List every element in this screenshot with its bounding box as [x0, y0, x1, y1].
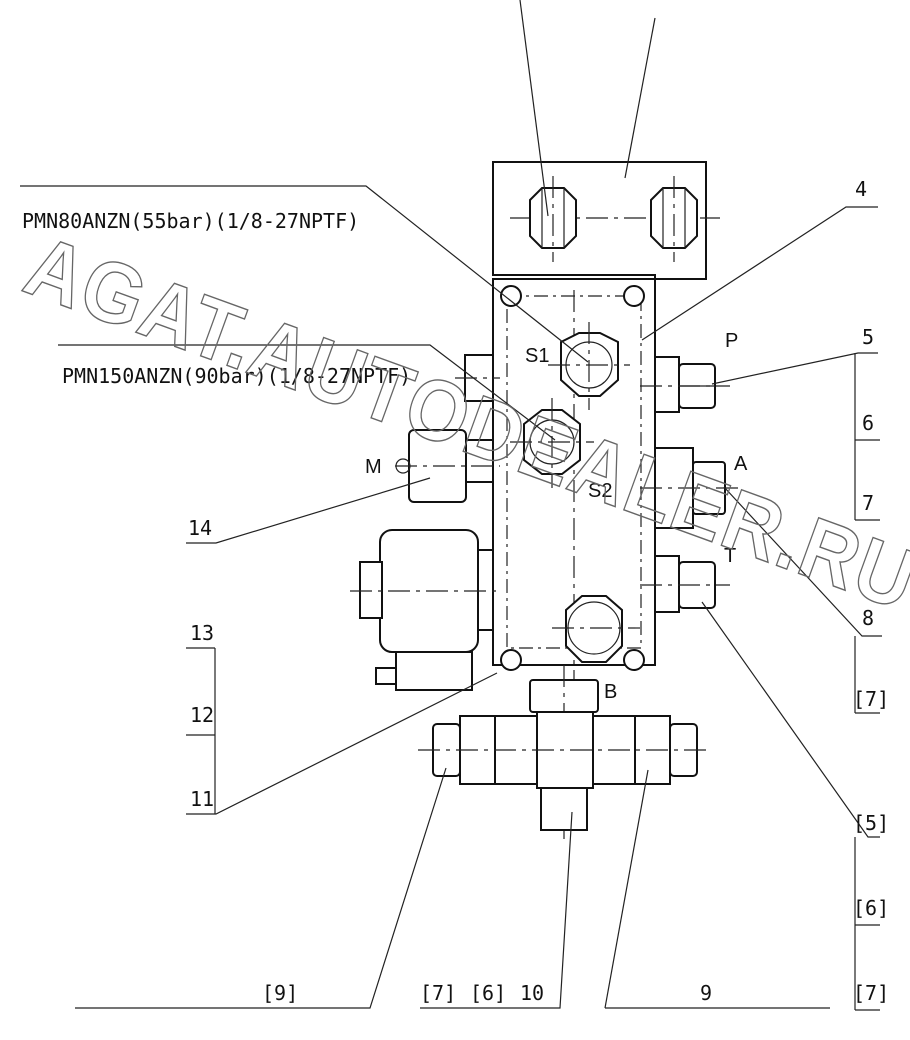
body-screw-bottom-right [623, 649, 645, 671]
port-p-fitting [640, 356, 730, 413]
callout-10: 10 [520, 981, 544, 1005]
callout-8: 8 [862, 606, 874, 630]
port-label-s2: S2 [588, 480, 612, 502]
port-label-t: T [724, 545, 736, 567]
text-labels: PMN80ANZN(55bar)(1/8-27NPTF) PMN150ANZN(… [22, 177, 889, 1005]
port-label-a: A [734, 453, 748, 475]
port-label-b: B [604, 681, 617, 703]
port-m-gauge-fitting [395, 429, 500, 503]
bracket-bolt-left [529, 176, 577, 262]
callout-12: 12 [190, 703, 214, 727]
top-mounting-bracket [492, 0, 720, 280]
callout-9-bracketed: [9] [262, 981, 298, 1005]
callout-14: 14 [188, 516, 212, 540]
body-screw-bottom-left [500, 649, 522, 671]
port-b-tee-assembly [418, 665, 712, 840]
leader-lines [20, 185, 882, 1011]
pressure-switch-s2 [510, 398, 594, 488]
callout-6: 6 [862, 411, 874, 435]
solenoid-coil [350, 529, 500, 691]
callout-7: 7 [862, 491, 874, 515]
callout-7-bracketed: [7] [853, 687, 889, 711]
port-label-m: M [365, 456, 382, 478]
bracket-bolt-right [650, 176, 698, 262]
bottom-plug [552, 595, 640, 663]
left-side-plug [455, 354, 500, 402]
callout-6-bracketed-bottom: [6] [470, 981, 506, 1005]
pressure-switch-s1 [548, 322, 630, 410]
port-label-s1: S1 [525, 345, 549, 367]
callout-9-right: 9 [700, 981, 712, 1005]
port-t-fitting [640, 555, 730, 613]
callout-13: 13 [190, 621, 214, 645]
spec-label-s2: PMN150ANZN(90bar)(1/8-27NPTF) [62, 364, 411, 388]
callout-7-bracketed-left: [7] [420, 981, 456, 1005]
port-a-fitting [640, 447, 740, 529]
port-label-p: P [725, 330, 738, 352]
callout-11: 11 [190, 787, 214, 811]
callout-7-bracketed-bottom: [7] [853, 981, 889, 1005]
spec-label-s1: PMN80ANZN(55bar)(1/8-27NPTF) [22, 209, 359, 233]
callout-6-bracketed: [6] [853, 896, 889, 920]
callout-4: 4 [855, 177, 867, 201]
body-screw-top-right [623, 285, 645, 307]
callout-5-bracketed: [5] [853, 811, 889, 835]
callout-5: 5 [862, 325, 874, 349]
body-screw-top-left [500, 285, 522, 307]
